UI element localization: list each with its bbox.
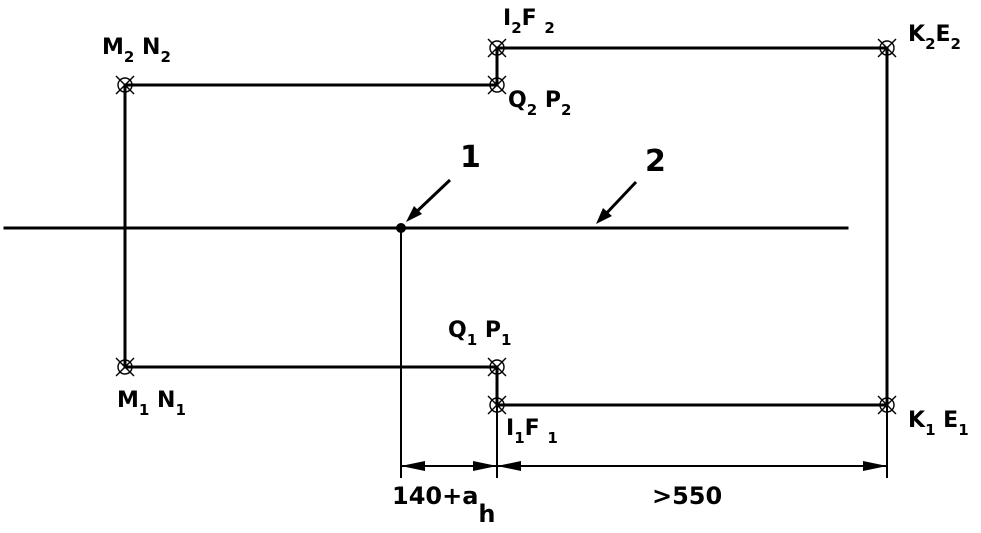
label-k1e1-a: K (908, 408, 926, 433)
label-i2f2: I2F 2 (503, 6, 555, 36)
arrow-right-end (863, 461, 887, 471)
label-i2f2-a: I (503, 6, 512, 31)
label-m2n2-b: N (142, 35, 161, 60)
label-q1p1-a: Q (448, 318, 467, 343)
node-i1f1-marker (487, 395, 507, 415)
label-q1p1-b: P (484, 318, 501, 343)
left-outline (123, 83, 499, 369)
callout-1: 1 (460, 140, 481, 175)
node-k1e1-marker (877, 395, 897, 415)
node-m2n2-marker (115, 75, 135, 95)
label-i2f2-b: F (521, 6, 537, 31)
label-q2p2-a: Q (508, 88, 527, 113)
label-i1f1-b: F (524, 416, 540, 441)
callout-2: 2 (645, 144, 666, 179)
dimension-left-sub: h (478, 500, 496, 528)
label-q2p2-a-sub: 2 (526, 101, 538, 119)
node-q2p2-marker (487, 75, 507, 95)
label-m2n2-a-sub: 2 (123, 48, 135, 66)
label-q1p1-b-sub: 1 (500, 331, 512, 349)
label-k2e2-b-sub: 2 (950, 35, 961, 53)
dimension-left: 140+ah (392, 482, 496, 526)
label-m1n1-b: N (157, 388, 176, 413)
right-outline (495, 46, 889, 407)
point-1-dot (396, 223, 406, 233)
leader-2-head (596, 208, 612, 224)
label-q2p2: Q2 P2 (508, 88, 571, 118)
node-i2f2-marker (487, 38, 507, 58)
label-i1f1-a: I (506, 416, 515, 441)
node-k2e2-marker (877, 38, 897, 58)
node-m1n1-marker (115, 357, 135, 377)
node-q1p1-marker (487, 357, 507, 377)
label-m2n2-a: M (102, 35, 124, 60)
label-i2f2-a-sub: 2 (511, 19, 522, 37)
arrow-left-start (401, 461, 425, 471)
label-k1e1: K1 E1 (908, 408, 969, 438)
label-i2f2-b-sub: 2 (544, 19, 555, 37)
leader-1 (410, 178, 452, 218)
label-m1n1-b-sub: 1 (175, 401, 186, 419)
leader-2 (600, 180, 638, 220)
leader-1-head (406, 206, 422, 222)
arrow-left-end (473, 461, 497, 471)
label-i1f1-b-sub: 1 (547, 429, 558, 447)
arrow-right-start (497, 461, 521, 471)
label-k2e2-b: E (935, 22, 951, 47)
dimension-left-main: 140+a (392, 482, 479, 510)
label-q1p1: Q1 P1 (448, 318, 511, 348)
label-k2e2-a: K (908, 22, 926, 47)
label-k1e1-b-sub: 1 (958, 421, 969, 439)
label-k1e1-a-sub: 1 (925, 421, 936, 439)
label-k1e1-b: E (943, 408, 959, 433)
label-m2n2: M2 N2 (102, 35, 171, 65)
label-q2p2-b-sub: 2 (560, 101, 572, 119)
label-q1p1-a-sub: 1 (466, 331, 478, 349)
label-m1n1-a: M (117, 388, 139, 413)
label-i1f1-a-sub: 1 (514, 429, 525, 447)
label-m1n1: M1 N1 (117, 388, 186, 418)
label-k2e2: K2E2 (908, 22, 961, 52)
label-k2e2-a-sub: 2 (925, 35, 936, 53)
label-m2n2-b-sub: 2 (160, 48, 171, 66)
label-i1f1: I1F 1 (506, 416, 558, 446)
label-q2p2-b: P (544, 88, 561, 113)
label-m1n1-a-sub: 1 (138, 401, 150, 419)
dimension-right: >550 (652, 482, 723, 510)
